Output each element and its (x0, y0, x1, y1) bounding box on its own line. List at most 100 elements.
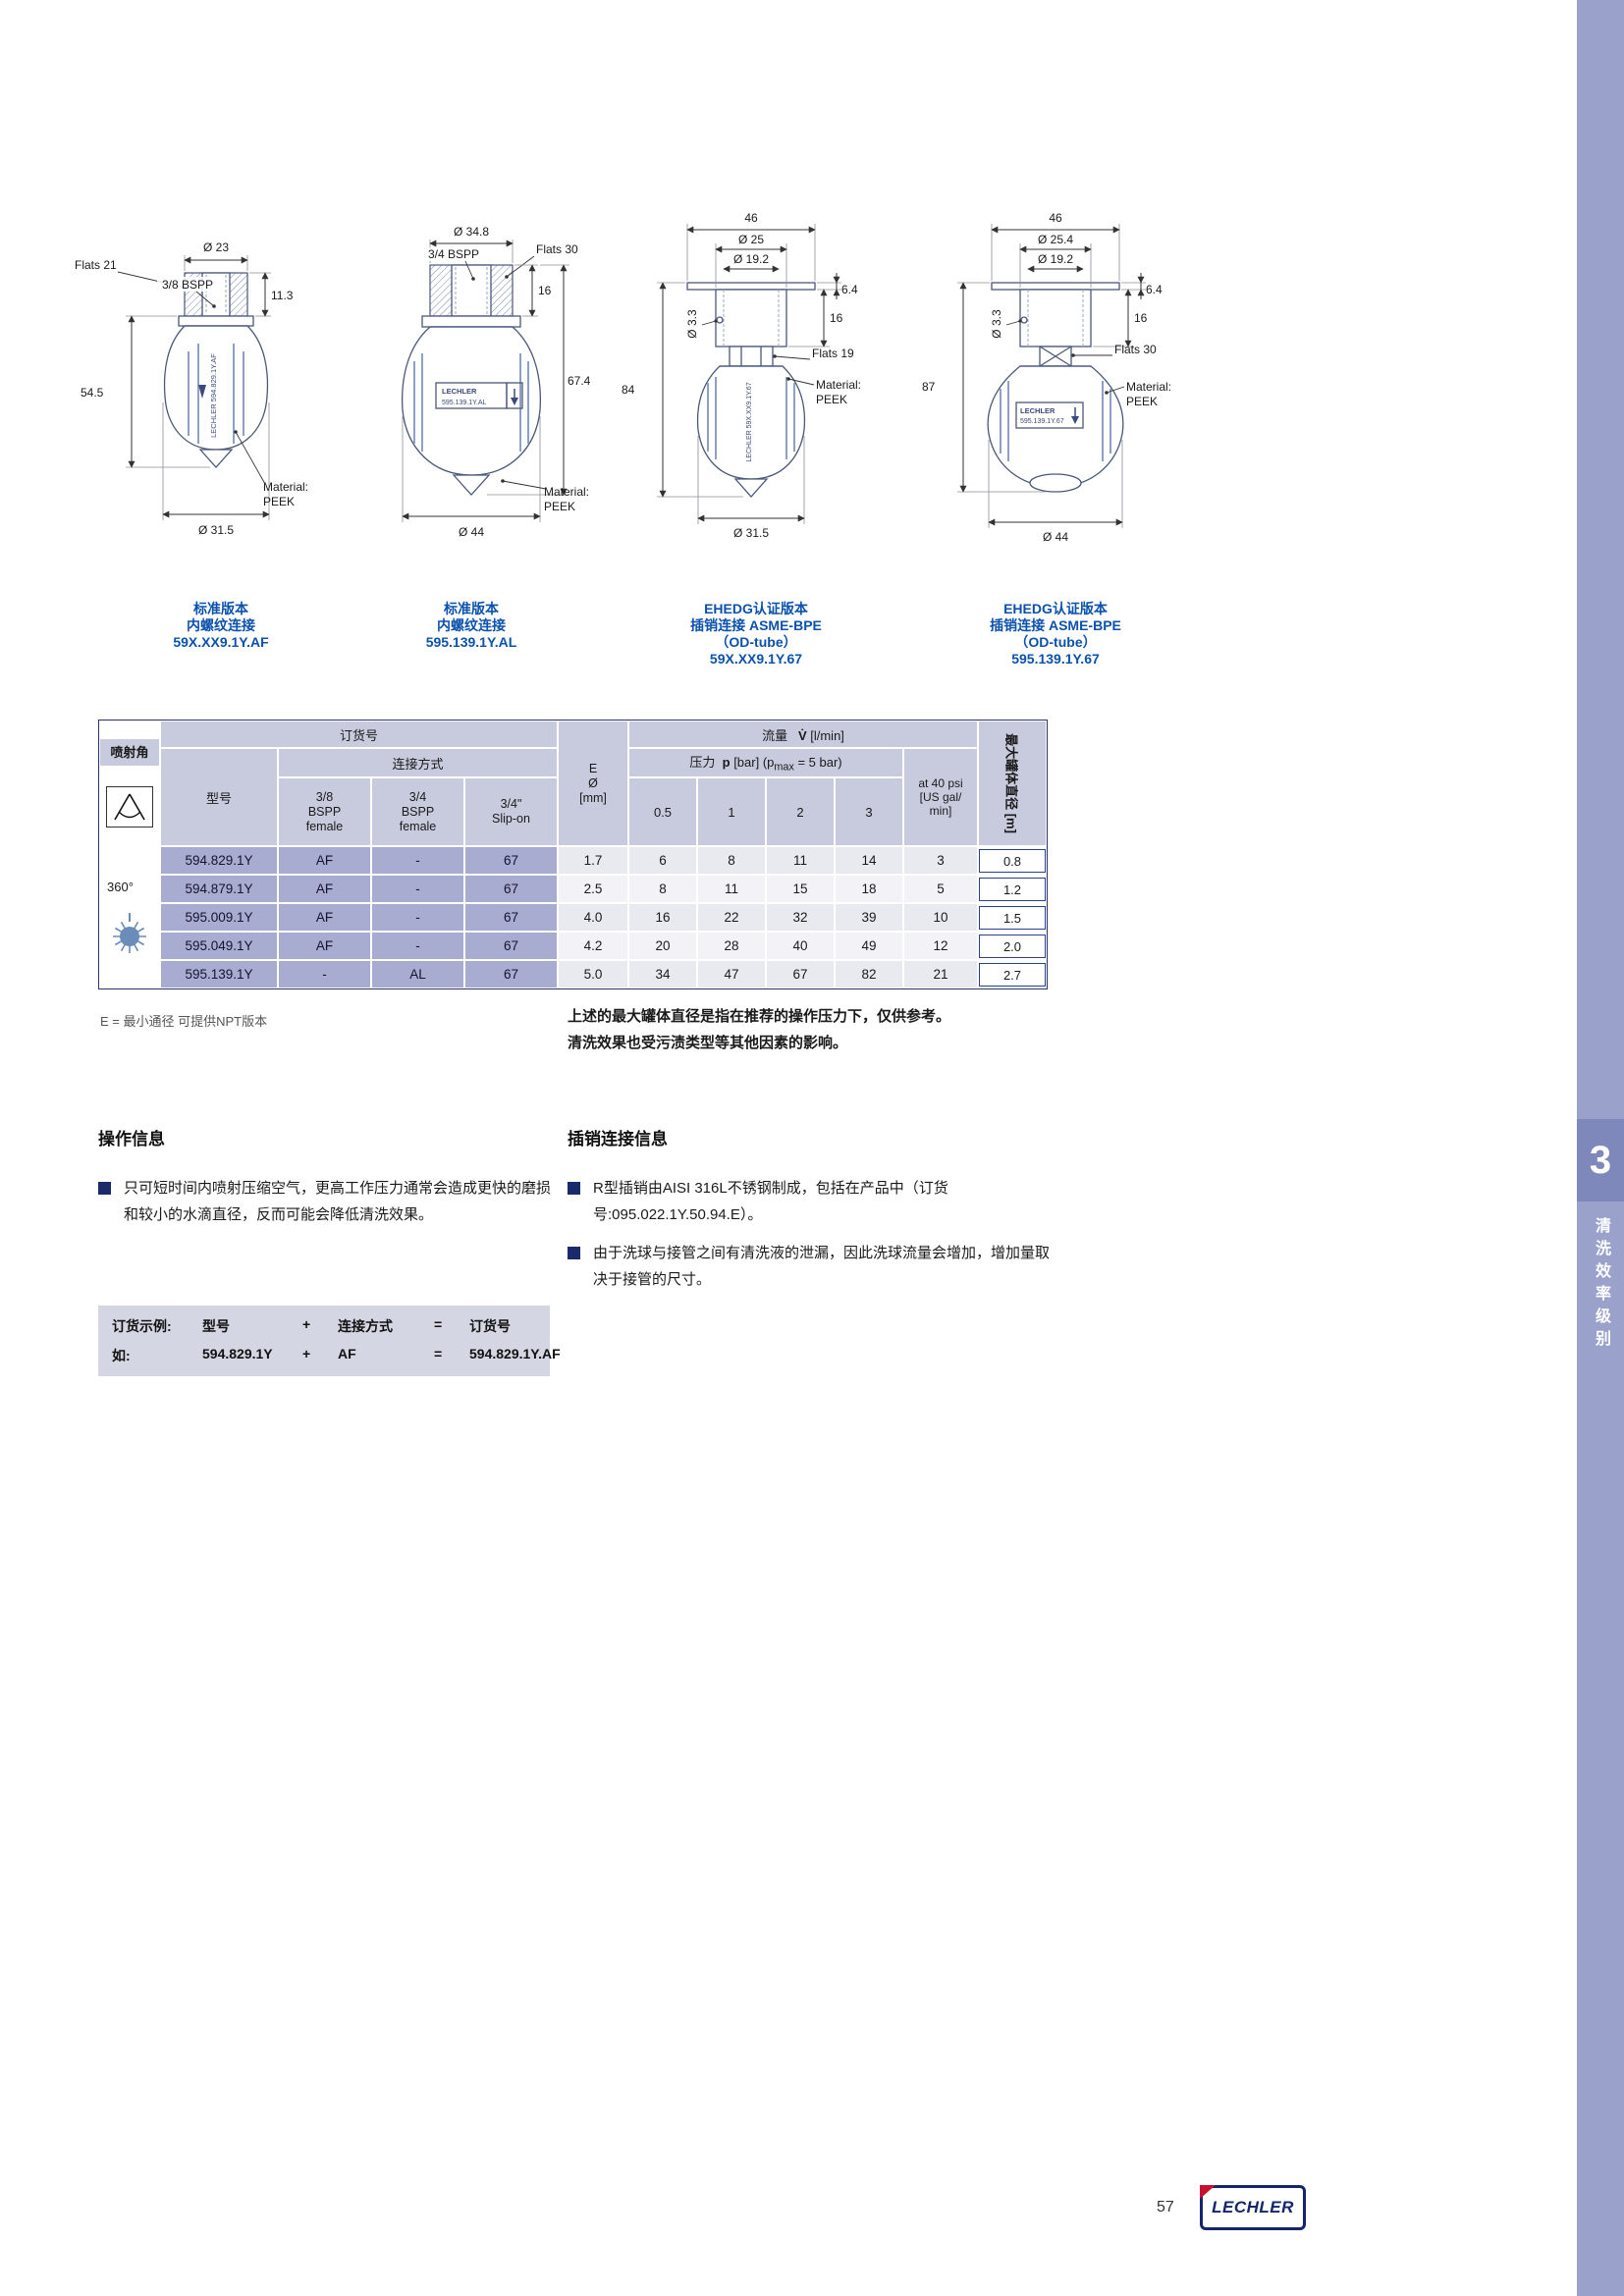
lechler-arrow-icon (198, 385, 206, 399)
model-cell: 594.879.1Y (160, 875, 278, 903)
dim-label: Ø 3.3 (990, 309, 1003, 339)
psi-cell: 21 (903, 960, 978, 988)
order-example-conn: AF (338, 1346, 356, 1362)
material-label: Material: (816, 378, 861, 392)
operation-info-title: 操作信息 (98, 1130, 165, 1148)
diagram-standard-38bspp: LECHLER 594.829.1Y.AF Ø 23 Flats 21 3/8 … (75, 240, 308, 537)
dim-label: 3/8 BSPP (162, 278, 213, 292)
dim-label: Ø 44 (459, 525, 484, 539)
logo-flag-icon (1200, 2185, 1216, 2199)
order-example-model-label: 型号 (202, 1318, 230, 1334)
bullet-icon (568, 1247, 580, 1259)
dim-label: Ø 3.3 (685, 309, 699, 339)
col-38bspp-header: 3/8 BSPP female (278, 777, 371, 846)
pin-connection-item: R型插销由AISI 316L不锈钢制成，包括在产品中（订货号:095.022.1… (568, 1175, 1058, 1228)
pressure-2-header: 2 (766, 777, 835, 846)
at-40psi-header: at 40 psi [US gal/ min] (903, 748, 978, 846)
dim-label: Ø 23 (203, 240, 229, 254)
flow-cell: 22 (697, 903, 766, 932)
product-table: 喷射角 订货号 E Ø [mm] 流量 V̇ [l/min] (98, 720, 1048, 989)
order-example-model: 594.829.1Y (202, 1346, 273, 1362)
dim-label: Ø 44 (1043, 530, 1068, 544)
dimension-annotations: Ø 23 Flats 21 3/8 BSPP 11.3 54.5 Ø 31.5 … (75, 240, 308, 537)
dimension-annotations: 46 Ø 25 Ø 19.2 6.4 16 Ø 3.3 84 Flats 19 (622, 211, 861, 540)
spray-angle-header: 喷射角 (99, 721, 160, 846)
dim-label: Ø 31.5 (733, 526, 769, 540)
flow-cell: 39 (835, 903, 903, 932)
conn-34-cell: - (371, 932, 464, 960)
pin-connection-title: 插销连接信息 (568, 1130, 668, 1148)
material-label: PEEK (816, 393, 847, 406)
conn-slip-cell: 67 (464, 846, 558, 875)
conn-38-cell: AF (278, 932, 371, 960)
material-label: Material: (263, 480, 308, 494)
chapter-label: 清洗效率级别 (1593, 1217, 1609, 1353)
dim-label: Ø 19.2 (1038, 252, 1073, 266)
flow-cell: 47 (697, 960, 766, 988)
order-number-header: 订货号 (160, 721, 558, 748)
bullet-icon (568, 1182, 580, 1195)
flow-cell: 6 (628, 846, 697, 875)
model-cell: 595.009.1Y (160, 903, 278, 932)
e-cell: 5.0 (558, 960, 628, 988)
dim-label: Ø 34.8 (454, 225, 489, 239)
dimension-annotations: Ø 34.8 3/4 BSPP Flats 30 16 67.4 Ø 44 Ma… (402, 225, 591, 539)
dim-label: Ø 25.4 (1038, 233, 1073, 246)
diagram-standard-34bspp: LECHLER 595.139.1Y.AL Ø 34.8 3/4 BSPP Fl… (402, 225, 591, 539)
diagram-caption-3: EHEDG认证版本 插销连接 ASME-BPE （OD-tube） 59X.XX… (690, 601, 822, 667)
e-cell: 4.2 (558, 932, 628, 960)
diagram-caption-4: EHEDG认证版本 插销连接 ASME-BPE （OD-tube） 595.13… (990, 601, 1121, 667)
model-column-header: 型号 (160, 748, 278, 846)
material-label: Material: (544, 485, 589, 499)
dim-label: Flats 19 (812, 347, 854, 360)
pressure-header: 压力 p [bar] (pmax = 5 bar) (628, 748, 903, 777)
flow-cell: 8 (628, 875, 697, 903)
dim-label: 16 (538, 284, 552, 297)
dim-label: 11.3 (271, 289, 294, 302)
dim-label: Ø 31.5 (198, 523, 234, 537)
nozzle-outline: LECHLER 595.139.1Y.AL (402, 264, 541, 496)
flow-cell: 11 (697, 875, 766, 903)
dim-label: 6.4 (1146, 283, 1163, 296)
spray-angle-icon (106, 786, 153, 828)
lechler-logo: LECHLER (1200, 2185, 1306, 2230)
body-label: LECHLER 59X.XX9.1Y.67 (746, 382, 753, 461)
conn-38-cell: AF (278, 875, 371, 903)
spray-angle-cell: 360° (99, 846, 160, 988)
body-label: LECHLER 594.829.1Y.AF (209, 353, 218, 438)
pressure-1-header: 1 (697, 777, 766, 846)
e-diameter-header: E Ø [mm] (558, 721, 628, 846)
tank-cell: 0.8 (978, 846, 1047, 875)
tank-cell: 2.7 (978, 960, 1047, 988)
flow-cell: 14 (835, 846, 903, 875)
bullet-icon (98, 1182, 111, 1195)
dim-label: Ø 25 (738, 233, 764, 246)
chapter-sidebar: 3 清洗效率级别 (1577, 0, 1624, 2296)
conn-38-cell: AF (278, 903, 371, 932)
dim-label: 84 (622, 383, 635, 397)
e-cell: 1.7 (558, 846, 628, 875)
conn-slip-cell: 67 (464, 932, 558, 960)
page-number: 57 (1157, 2199, 1174, 2216)
col-34bspp-header: 3/4 BSPP female (371, 777, 464, 846)
pressure-0.5-header: 0.5 (628, 777, 697, 846)
diagram-caption-2: 标准版本 内螺纹连接 595.139.1Y.AL (425, 601, 517, 650)
tank-cell: 1.2 (978, 875, 1047, 903)
model-cell: 595.049.1Y (160, 932, 278, 960)
order-example-label: 订货示例: (112, 1318, 172, 1334)
flow-cell: 18 (835, 875, 903, 903)
nozzle-outline: LECHLER 59X.XX9.1Y.67 (686, 282, 816, 498)
dim-label: 54.5 (81, 386, 104, 400)
flow-cell: 28 (697, 932, 766, 960)
diagram-ehedg-44: LECHLER 595.139.1Y.67 46 Ø 25.4 Ø 19.2 6… (922, 211, 1171, 544)
flow-cell: 82 (835, 960, 903, 988)
pin-connection-section: 插销连接信息 R型插销由AISI 316L不锈钢制成，包括在产品中（订货号:09… (568, 1125, 1058, 1305)
flow-header: 流量 V̇ [l/min] (628, 721, 978, 748)
conn-34-cell: - (371, 846, 464, 875)
model-cell: 594.829.1Y (160, 846, 278, 875)
order-example-conn-label: 连接方式 (338, 1318, 393, 1334)
body-label: 595.139.1Y.AL (442, 400, 487, 406)
dim-label: 46 (1049, 211, 1062, 225)
spray-angle-label: 喷射角 (100, 739, 159, 767)
